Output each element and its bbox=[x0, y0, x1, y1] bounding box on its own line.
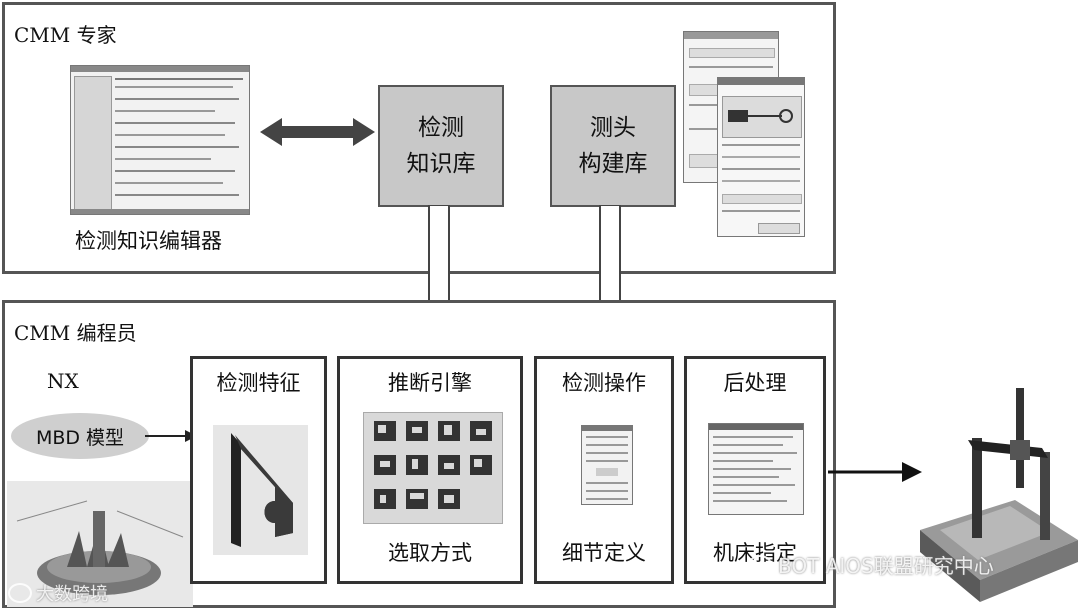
panel-post-processing: 后处理 机床指定 bbox=[684, 356, 826, 584]
watermark-right: BOT AIOS联盟研究中心 bbox=[748, 550, 994, 579]
mbd-model-label: MBD 模型 bbox=[35, 426, 125, 449]
panel-inference-engine-title: 推断引擎 bbox=[388, 371, 472, 395]
panel-inference-engine: 推断引擎 选取方式 bbox=[337, 356, 523, 584]
panel-inspection-operation-title: 检测操作 bbox=[562, 371, 646, 395]
mbd-model-ellipse: MBD 模型 bbox=[11, 413, 149, 459]
knowledge-editor-label: 检测知识编辑器 bbox=[75, 229, 222, 253]
watermark-left: 大数跨境 bbox=[8, 580, 108, 606]
impeller-model-image bbox=[7, 481, 193, 607]
knowledge-editor-screenshot bbox=[70, 65, 250, 215]
panel-inference-engine-footer: 选取方式 bbox=[388, 541, 472, 565]
arrow-right-machine-icon bbox=[828, 462, 922, 482]
watermark-left-text: 大数跨境 bbox=[36, 584, 108, 605]
watermark-right-text: BOT AIOS联盟研究中心 bbox=[778, 554, 994, 578]
nx-label: NX bbox=[47, 369, 79, 393]
post-processor-screenshot bbox=[708, 423, 804, 515]
panel-inspection-operation-footer: 细节定义 bbox=[562, 541, 646, 565]
wechat-icon bbox=[748, 554, 772, 575]
probe-dialog-screenshot-front bbox=[717, 77, 805, 237]
panel-inspection-operation: 检测操作 细节定义 bbox=[534, 356, 674, 584]
panel-inspection-feature-title: 检测特征 bbox=[216, 371, 301, 395]
double-arrow-icon bbox=[260, 118, 375, 146]
probe-library-box: 测头 构建库 bbox=[550, 85, 676, 207]
panel-inspection-feature: 检测特征 bbox=[190, 356, 327, 584]
programmer-section-title: CMM 编程员 bbox=[14, 321, 137, 345]
inspection-knowledge-base-box: 检测 知识库 bbox=[378, 85, 504, 207]
watermark-logo-icon bbox=[8, 583, 32, 603]
feature-part-image bbox=[213, 425, 308, 555]
panel-post-processing-title: 后处理 bbox=[723, 371, 787, 395]
operation-dialog-screenshot bbox=[581, 425, 633, 505]
expert-section: CMM 专家 检测知识编辑器 检测 知识库 测头 构建库 bbox=[2, 2, 836, 274]
expert-section-title: CMM 专家 bbox=[14, 23, 117, 47]
inference-icon-grid bbox=[363, 412, 503, 524]
cmm-machine-image bbox=[920, 388, 1078, 602]
